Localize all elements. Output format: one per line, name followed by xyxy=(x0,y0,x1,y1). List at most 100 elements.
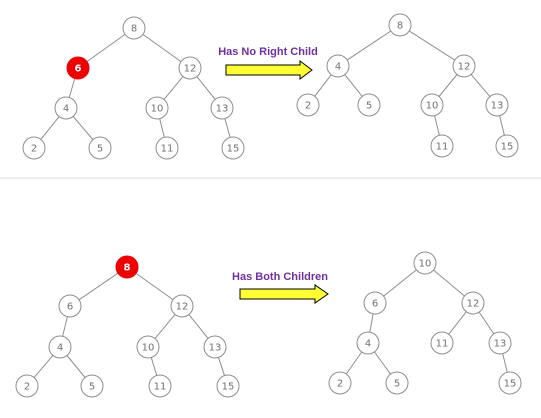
node-label: 5 xyxy=(366,101,372,112)
tree-node: 2 xyxy=(15,374,39,398)
tree-node: 11 xyxy=(430,331,454,355)
node-label: 5 xyxy=(97,144,103,155)
tree-edge xyxy=(224,118,231,138)
node-label: 4 xyxy=(365,339,371,350)
node-circle xyxy=(452,54,476,78)
node-label: 6 xyxy=(67,302,73,313)
node-circle xyxy=(48,335,72,359)
tree-node: 12 xyxy=(452,54,476,78)
tree-node: 5 xyxy=(385,371,409,395)
tree-node: 11 xyxy=(148,374,172,398)
tree-edge xyxy=(408,30,456,61)
node-label: 11 xyxy=(154,382,167,393)
node-label: 15 xyxy=(501,142,514,153)
tree-edge xyxy=(142,33,182,63)
node-label: 8 xyxy=(124,263,131,274)
node-circle xyxy=(488,331,512,355)
node-label: 6 xyxy=(75,64,82,75)
tree-edge xyxy=(374,351,391,375)
node-label: 13 xyxy=(491,101,504,112)
tree-node: 11 xyxy=(155,136,179,160)
tree-node: 5 xyxy=(88,136,112,160)
tree-edge xyxy=(62,316,68,337)
node-circle xyxy=(495,134,519,158)
tree-edge xyxy=(314,74,332,97)
tree-node: 6 xyxy=(58,294,82,318)
tree-node: 10 xyxy=(145,96,169,120)
node-circle xyxy=(66,56,90,80)
node-label: 8 xyxy=(131,24,137,35)
tree-edge xyxy=(502,353,508,373)
tree-node: 5 xyxy=(357,93,381,117)
tree-node: 13 xyxy=(203,335,227,359)
tree-edge xyxy=(66,355,86,378)
node-label: 10 xyxy=(142,343,155,354)
node-label: 11 xyxy=(436,339,449,350)
node-label: 15 xyxy=(227,144,240,155)
node-label: 5 xyxy=(394,379,400,390)
tree-edge xyxy=(72,116,94,140)
tree-node: 8 xyxy=(122,16,146,40)
node-circle xyxy=(498,371,522,395)
node-circle xyxy=(388,13,412,37)
node-label: 15 xyxy=(222,382,235,393)
tree-node-deleted: 8 xyxy=(115,255,139,279)
tree-node: 4 xyxy=(326,54,350,78)
tree-edge xyxy=(40,116,60,140)
tree-edge xyxy=(86,33,126,63)
tree-edge xyxy=(438,74,458,97)
node-circle xyxy=(88,136,112,160)
tree-edge xyxy=(135,272,174,301)
node-label: 12 xyxy=(176,302,189,313)
right-arrow-icon xyxy=(225,60,313,80)
node-label: 10 xyxy=(419,259,432,270)
node-label: 15 xyxy=(504,379,517,390)
tree-edge xyxy=(196,76,216,100)
node-circle xyxy=(136,335,160,359)
right-arrow-icon xyxy=(239,284,329,304)
tree-node: 2 xyxy=(328,371,352,395)
node-circle xyxy=(178,56,202,80)
caption-has-no-right-child: Has No Right Child xyxy=(218,46,318,58)
node-label: 11 xyxy=(436,142,449,153)
node-label: 6 xyxy=(372,299,378,310)
node-label: 13 xyxy=(216,104,229,115)
tree-node: 13 xyxy=(488,331,512,355)
tree-edge xyxy=(163,76,184,100)
tree-nodes: 8 6 12 4 10 13 2 5 11 15 8 4 12 2 5 10 13 11 15 8 6 12 4 10 13 2 5… xyxy=(15,13,522,398)
node-circle xyxy=(420,93,444,117)
tree-edge xyxy=(344,74,363,97)
tree-edge xyxy=(346,30,392,61)
node-label: 10 xyxy=(426,101,439,112)
tree-node: 4 xyxy=(54,96,78,120)
node-circle xyxy=(145,96,169,120)
node-circle xyxy=(216,374,240,398)
tree-edge xyxy=(433,269,465,297)
node-circle xyxy=(430,331,454,355)
node-circle xyxy=(485,93,509,117)
tree-edge xyxy=(33,355,54,378)
tree-node: 11 xyxy=(430,134,454,158)
node-label: 12 xyxy=(467,299,480,310)
tree-node: 13 xyxy=(485,93,509,117)
node-circle xyxy=(296,93,320,117)
node-label: 12 xyxy=(184,64,197,75)
tree-node: 5 xyxy=(80,374,104,398)
node-label: 11 xyxy=(161,144,174,155)
node-circle xyxy=(155,136,179,160)
tree-edge xyxy=(150,357,158,376)
node-label: 13 xyxy=(209,343,222,354)
node-label: 2 xyxy=(305,101,311,112)
node-circle xyxy=(210,96,234,120)
node-circle xyxy=(363,291,387,315)
tree-edge xyxy=(345,351,363,375)
tree-node: 13 xyxy=(210,96,234,120)
node-circle xyxy=(430,134,454,158)
tree-edge xyxy=(159,118,165,138)
node-circle xyxy=(22,136,46,160)
tree-node: 15 xyxy=(221,136,245,160)
tree-node: 15 xyxy=(498,371,522,395)
node-circle xyxy=(122,16,146,40)
tree-node: 8 xyxy=(388,13,412,37)
tree-node: 10 xyxy=(420,93,444,117)
